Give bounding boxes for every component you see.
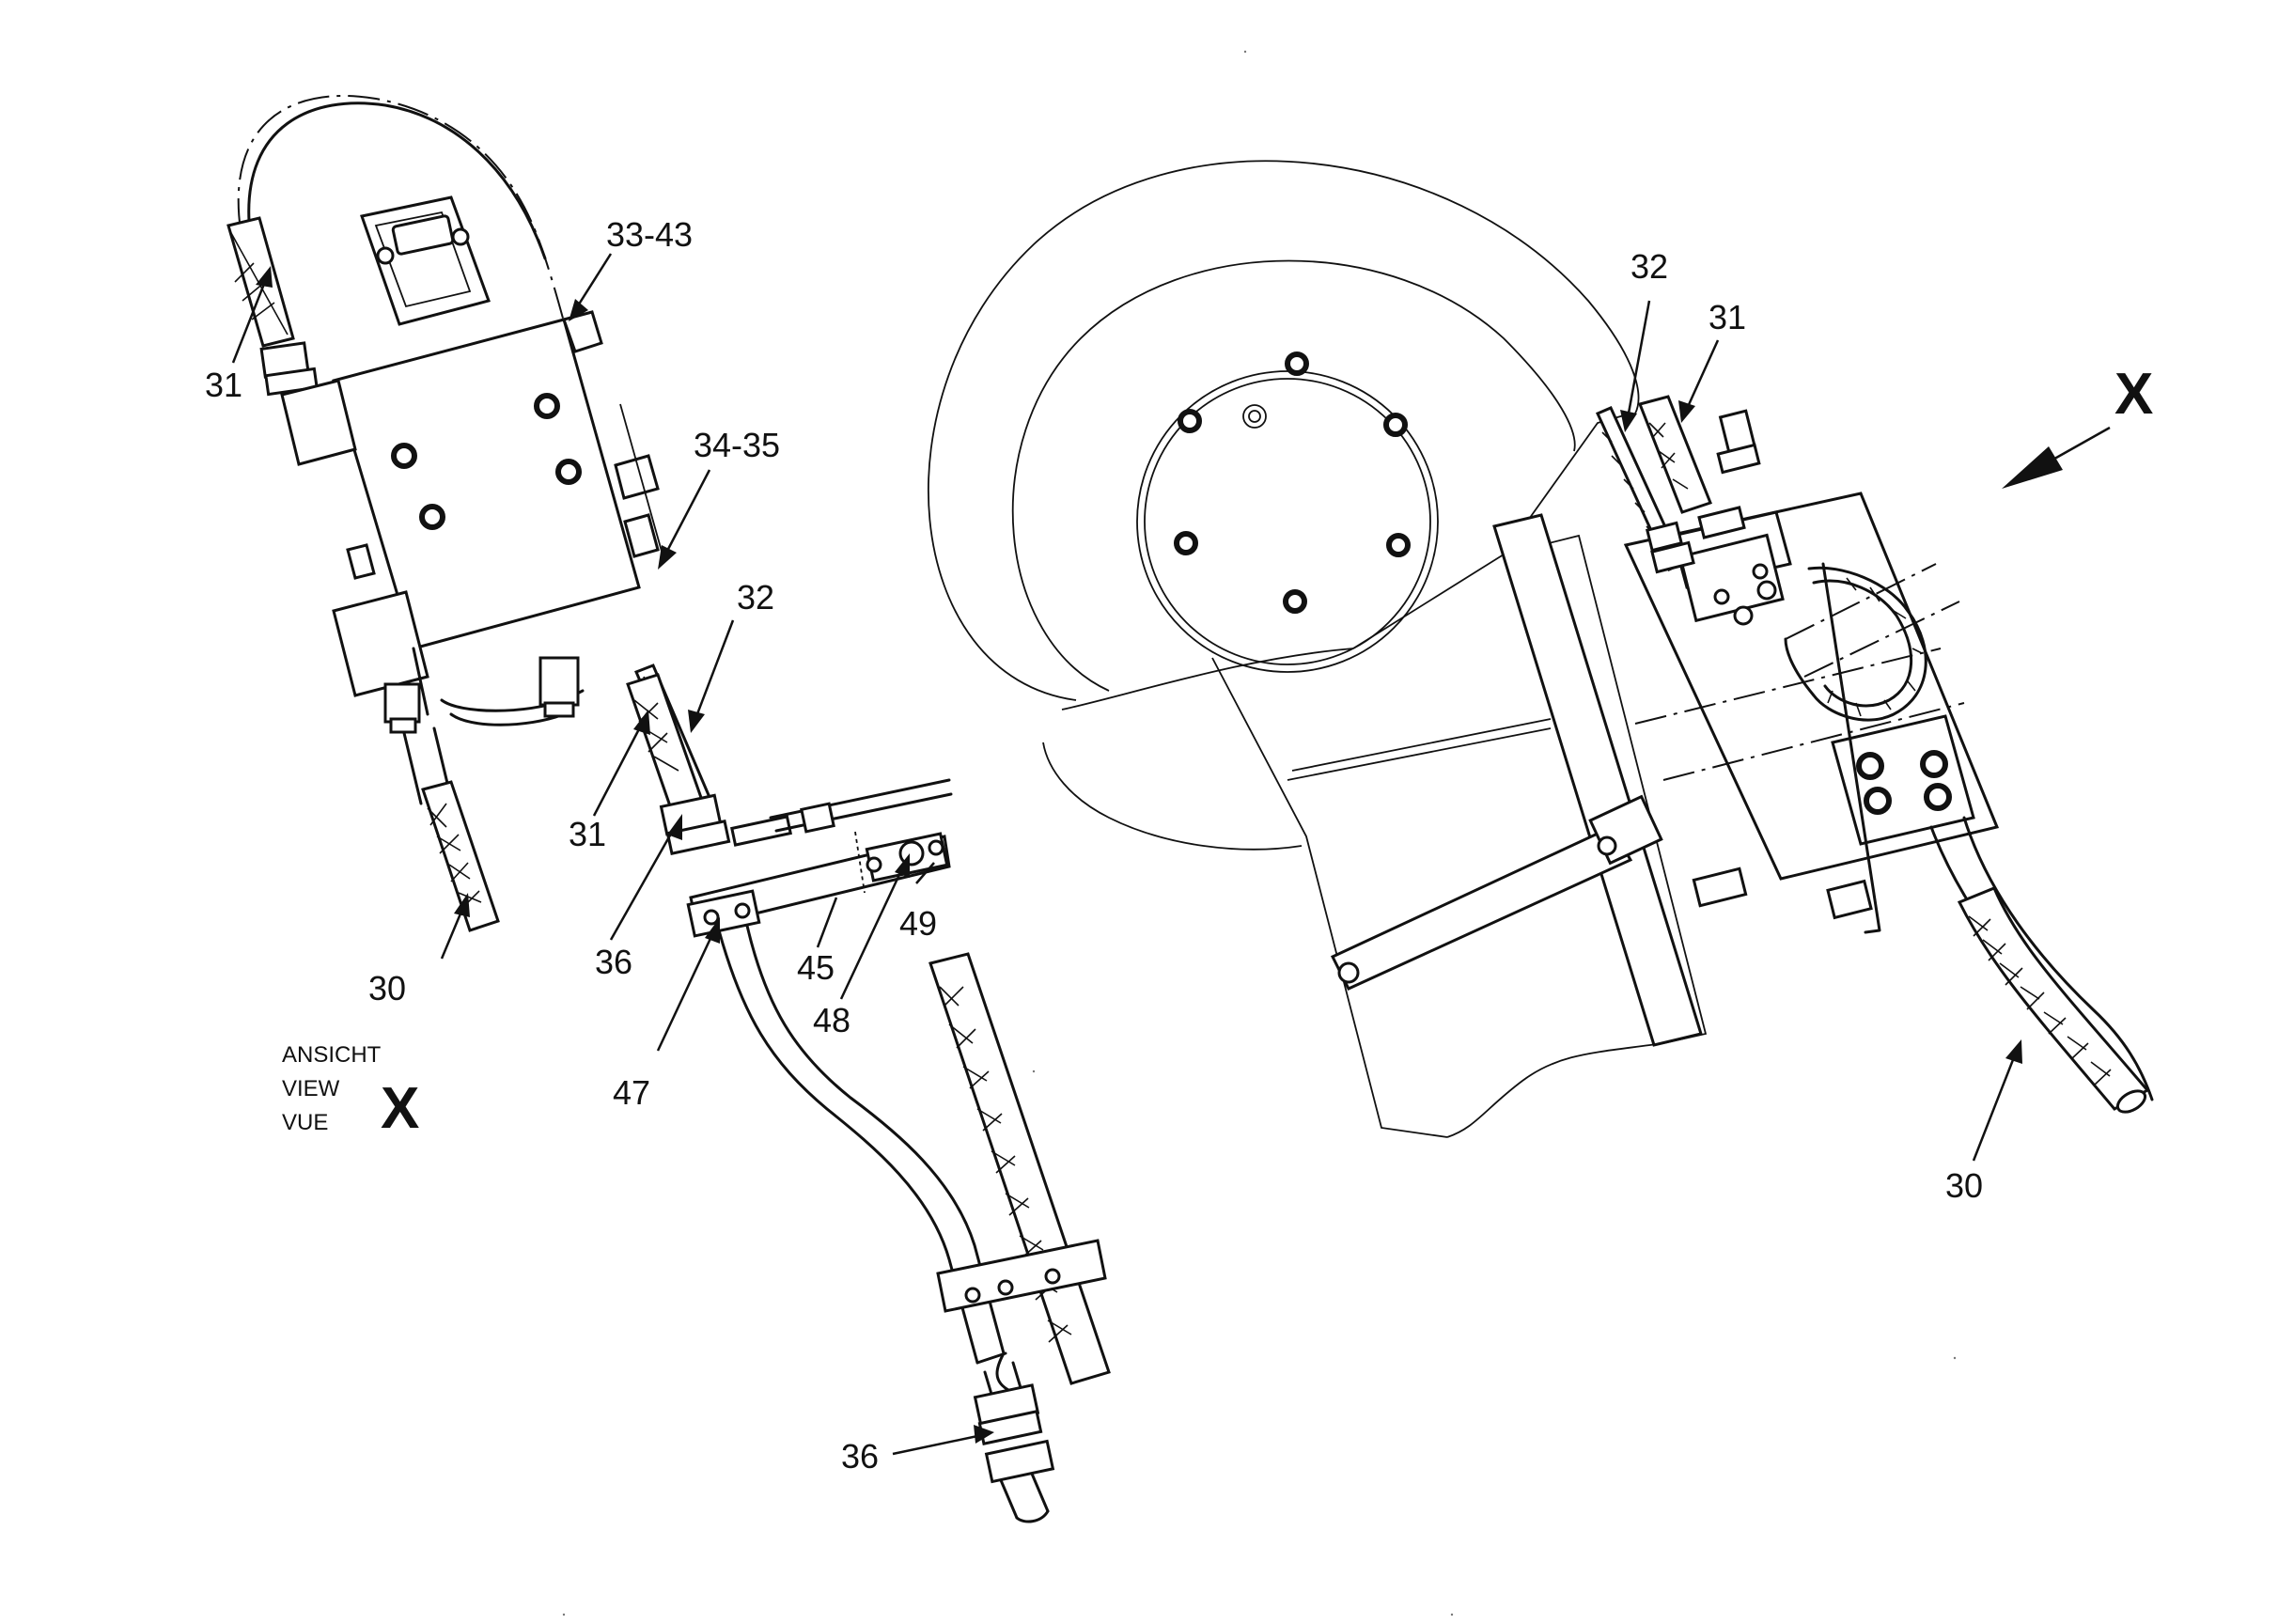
callout-31-top-left: 31 <box>205 366 242 404</box>
callout-36-mid: 36 <box>595 943 632 981</box>
view-label-en: VIEW <box>282 1076 340 1101</box>
hose-loop <box>247 102 547 260</box>
view-label: ANSICHT VIEW VUE X <box>282 1042 419 1141</box>
callout-31-right: 31 <box>1708 298 1746 336</box>
valve-manifold-lower <box>1831 714 1975 846</box>
wheel-outer <box>928 160 1640 701</box>
hose-31-mid <box>626 673 707 821</box>
view-label-fr: VUE <box>282 1110 328 1135</box>
view-direction-arrow: X <box>2002 362 2153 489</box>
mounting-strap <box>1330 825 1633 991</box>
callout-49: 49 <box>899 904 937 943</box>
valve-block <box>332 318 641 650</box>
right-assembly <box>928 160 2154 1138</box>
direction-letter: X <box>2114 362 2153 427</box>
view-letter: X <box>381 1076 419 1141</box>
callout-labels: 31 33-43 34-35 32 31 30 36 45 48 49 47 3… <box>205 215 1983 1476</box>
callout-31-mid: 31 <box>569 815 606 853</box>
callout-30-left: 30 <box>368 969 406 1007</box>
callout-47: 47 <box>613 1073 650 1112</box>
callout-32-right: 32 <box>1630 247 1668 286</box>
view-label-de: ANSICHT <box>282 1042 382 1068</box>
side-plate-upper <box>280 379 357 466</box>
hose-31-right <box>1637 395 1712 514</box>
clamp-47 <box>686 889 761 938</box>
callout-33-43: 33-43 <box>606 215 693 254</box>
callout-45: 45 <box>797 948 835 987</box>
callout-34-35: 34-35 <box>694 426 780 464</box>
hose-30-right <box>1957 886 2150 1111</box>
hose-lower-braided <box>928 952 1111 1385</box>
left-valve-assembly <box>226 95 663 932</box>
hose-30-left <box>421 780 500 932</box>
middle-hose-bundle <box>626 664 1111 1523</box>
callout-30-right: 30 <box>1945 1166 1983 1205</box>
callout-32-left: 32 <box>737 578 774 617</box>
callout-36-bottom: 36 <box>841 1437 879 1476</box>
callout-48: 48 <box>813 1001 850 1039</box>
side-plate-lower <box>332 590 429 697</box>
callout-leaders <box>231 253 2022 1456</box>
